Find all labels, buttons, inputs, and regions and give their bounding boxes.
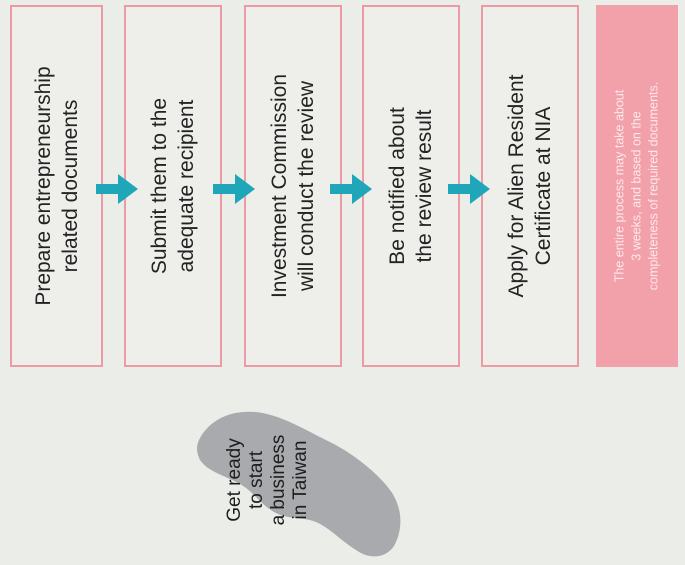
step-label: Submit them to the adequate recipient [148, 97, 198, 275]
step-label: Investment Commission will conduct the r… [268, 73, 318, 299]
island-label: Get ready to start a business in Taiwan [224, 434, 311, 526]
note-text: The entire process may take about 3 week… [612, 81, 661, 291]
taiwan-map-icon [197, 411, 401, 557]
step-label: Prepare entrepreneurship related documen… [31, 66, 82, 306]
process-duration-note: The entire process may take about 3 week… [596, 5, 678, 367]
step-box-prepare-documents: Prepare entrepreneurship related documen… [10, 5, 103, 367]
arrow-right-icon [213, 174, 255, 204]
arrow-right-icon [96, 174, 138, 204]
step-box-apply-arc: Apply for Alien Resident Certificate at … [481, 5, 579, 367]
arrow-right-icon [448, 174, 490, 204]
arrow-right-icon [330, 174, 372, 204]
step-label: Apply for Alien Resident Certificate at … [505, 74, 555, 298]
step-label: Be notified about the review result [386, 107, 436, 265]
